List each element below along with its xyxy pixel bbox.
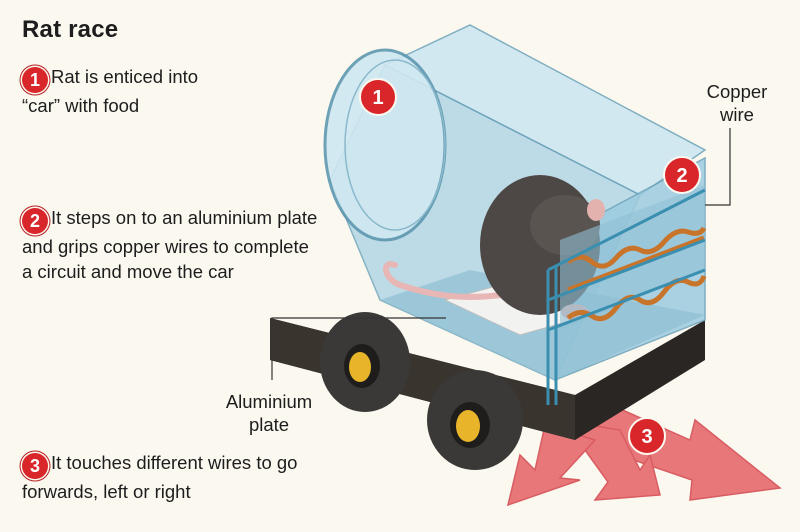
aluminium-plate-label-1: Aluminium — [225, 391, 313, 412]
entry-tube — [323, 48, 447, 242]
copper-wire-panel — [546, 185, 707, 405]
step-1-text: Rat is enticed into “car” with food — [22, 66, 199, 116]
svg-text:3: 3 — [641, 426, 652, 448]
copper-wire-label-2: wire — [720, 104, 754, 125]
step-3-text: It touches different wires to go forward… — [22, 452, 298, 502]
badge-1-diagram: 1 — [359, 78, 397, 116]
copper-wire-callout: Copper wire — [692, 80, 782, 126]
page-title: Rat race — [22, 16, 119, 43]
aluminium-plate-label-2: plate — [248, 414, 290, 435]
aluminium-plate-callout: Aluminium plate — [214, 390, 324, 436]
badge-2-diagram: 2 — [663, 156, 701, 194]
step-2-badge: 2 — [22, 208, 48, 234]
svg-text:1: 1 — [372, 87, 383, 109]
copper-wire-label-1: Copper — [706, 81, 768, 102]
wheel-front-left — [427, 370, 523, 470]
wheel-rear-left — [320, 312, 410, 412]
step-2-text: It steps on to an aluminium plate and gr… — [22, 207, 318, 282]
svg-text:2: 2 — [676, 165, 687, 187]
arrow-left — [506, 424, 597, 507]
step-1-badge: 1 — [22, 67, 48, 93]
leader-lines — [271, 128, 731, 380]
badge-3-diagram: 3 — [628, 417, 666, 455]
step-3-badge: 3 — [22, 453, 48, 479]
